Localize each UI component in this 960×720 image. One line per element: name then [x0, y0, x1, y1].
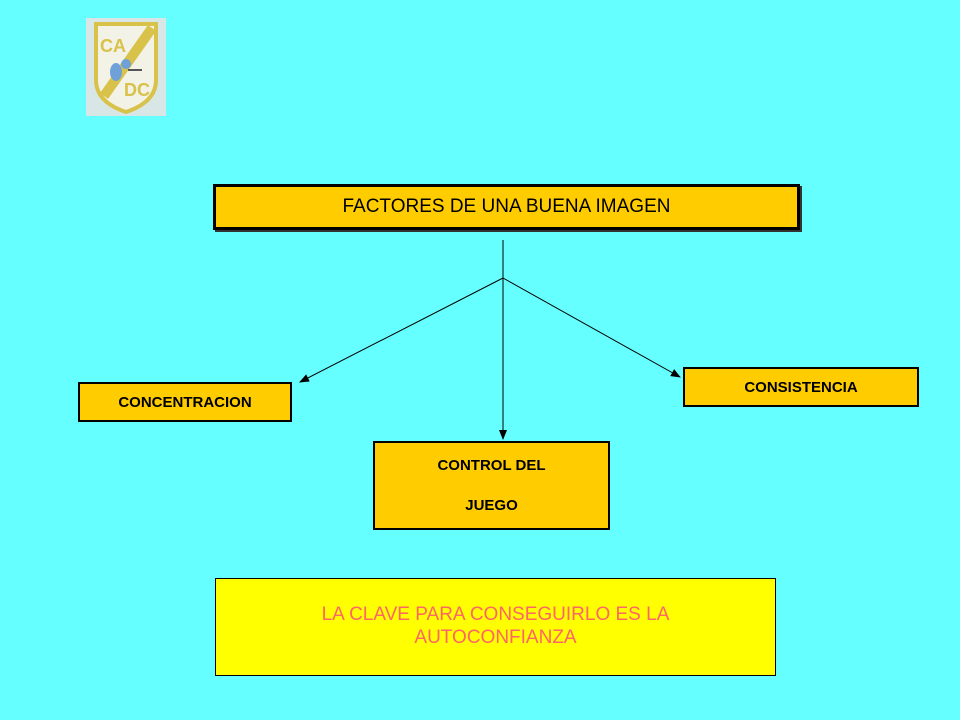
club-crest-icon: CA DC — [94, 22, 158, 115]
factor-control-box: CONTROL DEL JUEGO — [373, 441, 610, 530]
factor-consistencia-label: CONSISTENCIA — [744, 378, 858, 396]
conclusion-text: LA CLAVE PARA CONSEGUIRLO ES LA AUTOCONF… — [321, 604, 670, 648]
arrow-to-concentracion — [299, 277, 504, 383]
factor-concentracion-label: CONCENTRACION — [118, 393, 252, 411]
diagram-title-box: FACTORES DE UNA BUENA IMAGEN — [213, 184, 800, 230]
arrow-to-consistencia — [502, 277, 681, 378]
conclusion-box: LA CLAVE PARA CONSEGUIRLO ES LA AUTOCONF… — [215, 578, 776, 676]
diagram-title: FACTORES DE UNA BUENA IMAGEN — [342, 196, 671, 217]
logo-text-bottom: DC — [124, 80, 150, 100]
factor-concentracion-box: CONCENTRACION — [78, 382, 292, 422]
factor-consistencia-box: CONSISTENCIA — [683, 367, 919, 407]
logo-text-top: CA — [100, 36, 126, 56]
club-logo: CA DC — [86, 18, 166, 116]
factor-control-label-line2: JUEGO — [465, 496, 518, 514]
factor-control-label-line1: CONTROL DEL — [437, 456, 546, 474]
